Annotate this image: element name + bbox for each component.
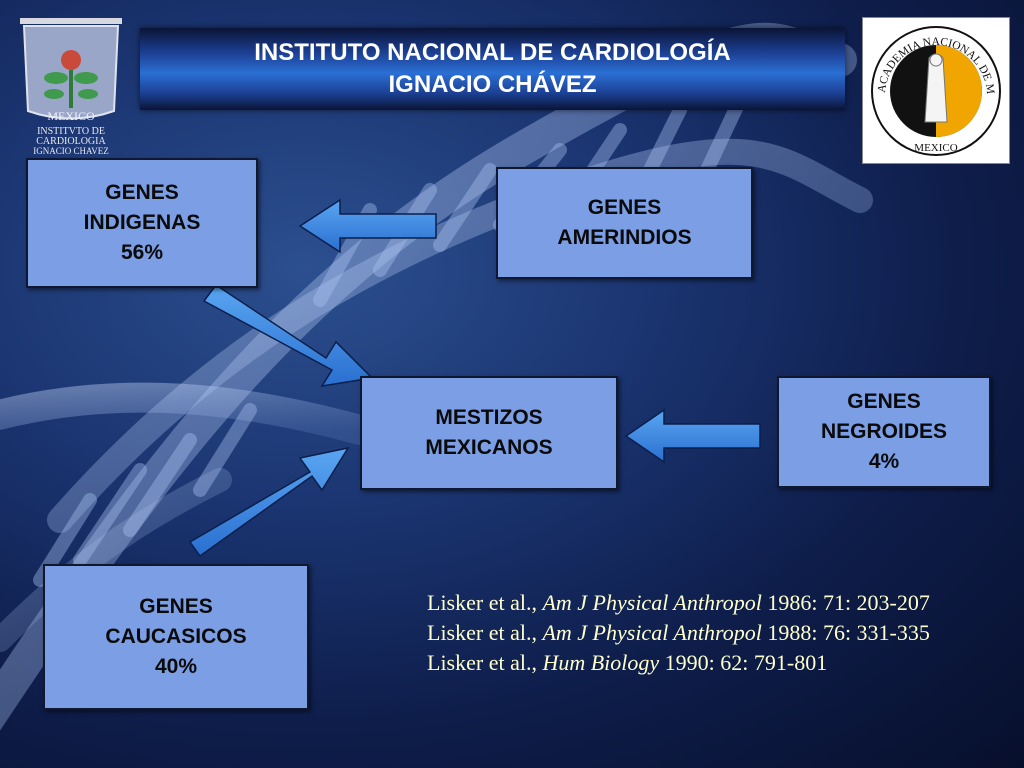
node-genes-negroides: GENES NEGROIDES 4% — [777, 376, 991, 488]
reference-line: Lisker et al., Hum Biology 1990: 62: 791… — [427, 650, 828, 675]
instituto-cardiologia-logo: MEXICO INSTITVTO DE CARDIOLOGIA IGNACIO … — [18, 16, 124, 156]
logo-right-mexico-text: MEXICO — [914, 142, 957, 154]
page-title: INSTITUTO NACIONAL DE CARDIOLOGÍA IGNACI… — [140, 28, 845, 110]
svg-text:CARDIOLOGIA: CARDIOLOGIA — [36, 136, 106, 147]
node-mestizos-mexicanos: MESTIZOS MEXICANOS — [360, 376, 618, 490]
svg-text:INSTITVTO DE: INSTITVTO DE — [37, 126, 105, 137]
title-line-1: INSTITUTO NACIONAL DE CARDIOLOGÍA — [254, 39, 731, 66]
reference-line: Lisker et al., Am J Physical Anthropol 1… — [427, 620, 930, 645]
node-genes-caucasicos: GENES CAUCASICOS 40% — [43, 564, 309, 710]
title-line-2: IGNACIO CHÁVEZ — [388, 71, 597, 98]
academia-nacional-medicina-logo: ACADEMIA NACIONAL DE MEDICINA MEXICO — [859, 9, 1010, 164]
svg-text:IGNACIO CHAVEZ: IGNACIO CHAVEZ — [33, 146, 109, 154]
reference-line: Lisker et al., Am J Physical Anthropol 1… — [427, 590, 930, 615]
logo-left-mexico-text: MEXICO — [47, 109, 95, 123]
references: Lisker et al., Am J Physical Anthropol 1… — [427, 588, 1017, 678]
node-genes-amerindios: GENES AMERINDIOS — [496, 167, 753, 279]
node-genes-indigenas: GENES INDIGENAS 56% — [26, 158, 258, 288]
